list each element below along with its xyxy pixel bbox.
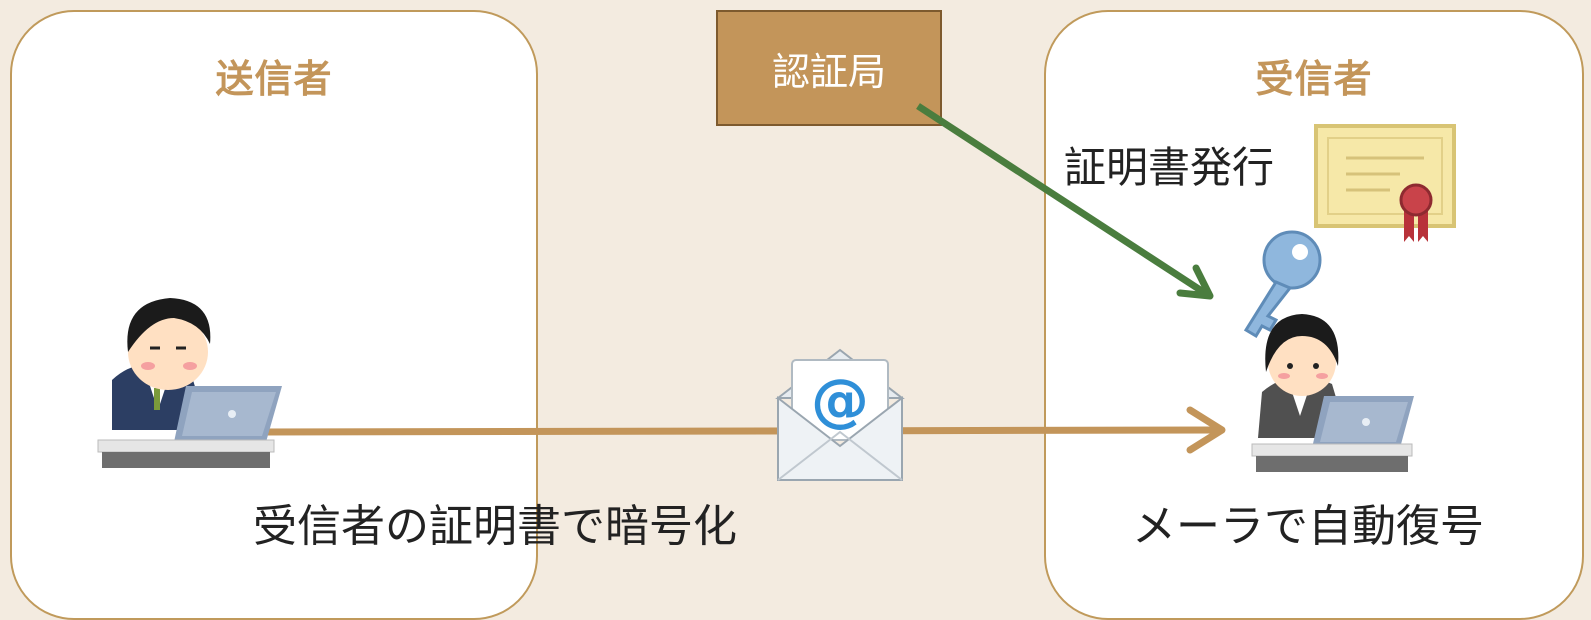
certificate-issue-arrow: [916, 103, 1214, 300]
decrypt-label: メーラで自動復号: [1132, 501, 1484, 552]
certificate-authority-label: 認証局: [771, 49, 886, 94]
encrypt-label: 受信者の証明書で暗号化: [253, 501, 737, 552]
email-flow-arrow: [261, 406, 1226, 454]
sender-person-laptop-icon: [97, 298, 282, 468]
key-icon: [1243, 230, 1322, 339]
envelope-at-symbol: @: [811, 366, 869, 434]
sender-title: 送信者: [215, 57, 333, 101]
certificate-authority-box: 認証局: [716, 10, 942, 126]
certificate-icon: [1314, 124, 1456, 242]
envelope-at-icon: @: [775, 348, 905, 481]
receiver-title: 受信者: [1255, 57, 1373, 101]
certificate-issue-label: 証明書発行: [1064, 143, 1275, 192]
sender-panel: 送信者: [10, 10, 538, 620]
receiver-person-laptop-icon: [1251, 314, 1414, 472]
